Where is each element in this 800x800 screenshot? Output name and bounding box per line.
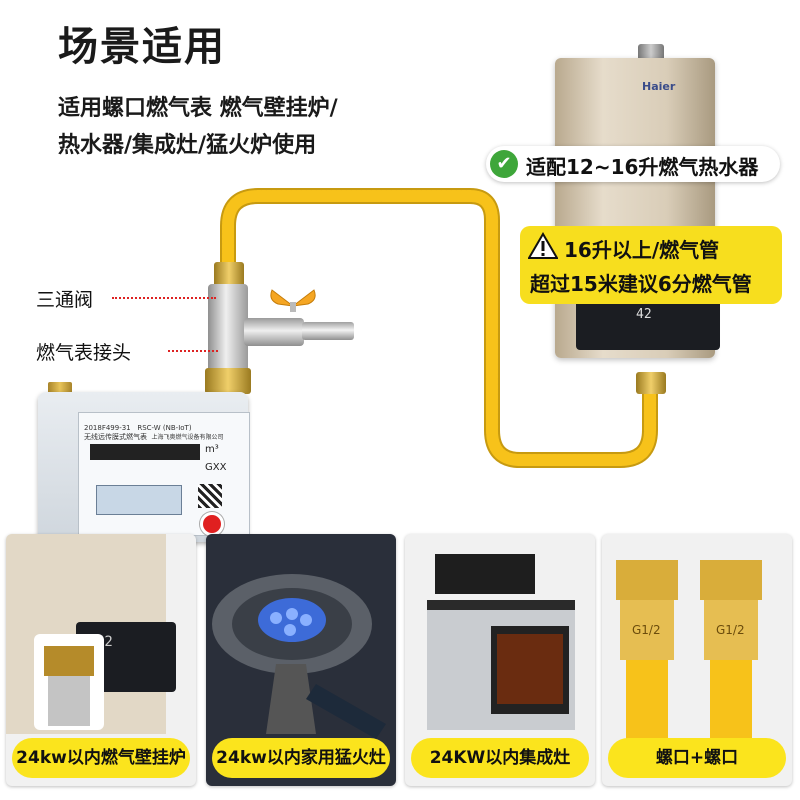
connector-thread-label-right: G1/2 <box>716 623 745 637</box>
meter-face <box>78 412 250 536</box>
card-gas-stove: 24kw以内家用猛火灶 <box>206 534 396 786</box>
callout-line-valve <box>112 297 216 299</box>
warning-line-2: 超过15米建议6分燃气管 <box>530 272 752 296</box>
meter-header: 2018F499-31 RSC-W (NB-IoT) 无线远传膜式燃气表 上海飞… <box>84 424 223 442</box>
page-title: 场景适用 <box>58 24 226 70</box>
meter-unit: m³ <box>205 444 219 455</box>
wall-boiler-icon: 42 <box>6 534 176 734</box>
meter-model-code: 2018F499-31 <box>84 424 131 432</box>
heater-gas-connector <box>636 372 666 394</box>
label-three-way-valve: 三通阀 <box>36 289 94 311</box>
card-caption: 24kw以内家用猛火灶 <box>212 738 390 778</box>
check-icon: ✔ <box>490 150 518 178</box>
compatible-badge: ✔ 适配12~16升燃气热水器 <box>486 146 780 182</box>
card-wall-boiler: 42 24kw以内燃气壁挂炉 <box>6 534 196 786</box>
heater-brand-logo: Haier <box>642 80 676 93</box>
integrated-stove-icon <box>427 554 575 730</box>
valve-bottom-nut <box>205 368 251 394</box>
label-meter-connector: 燃气表接头 <box>36 342 132 364</box>
card-integrated-stove: 24KW以内集成灶 <box>405 534 595 786</box>
callout-line-connector <box>168 350 218 352</box>
connector-thread-label-left: G1/2 <box>632 623 661 637</box>
description-line-1: 适用螺口燃气表 燃气壁挂炉/ <box>58 96 338 121</box>
meter-red-button-icon <box>200 512 224 536</box>
warning-badge: 16升以上/燃气管 超过15米建议6分燃气管 <box>520 226 782 304</box>
gas-stove-icon <box>212 574 386 739</box>
meter-maker: 上海飞奥燃气设备有限公司 <box>151 434 224 441</box>
butterfly-handle-icon <box>270 289 316 312</box>
heater-control-panel <box>576 300 720 350</box>
heater-flue <box>638 44 664 62</box>
meter-lcd-display <box>96 485 182 515</box>
meter-mark: GXX <box>205 462 227 473</box>
heater-display: 42 <box>636 307 652 322</box>
valve-top-nut <box>214 262 244 288</box>
meter-qr-code <box>198 484 222 508</box>
valve-side-outlet <box>244 318 304 346</box>
valve-nozzle <box>302 322 354 340</box>
card-caption: 螺口+螺口 <box>608 738 786 778</box>
meter-title: 无线远传膜式燃气表 <box>84 433 147 441</box>
meter-model-name: RSC-W (NB-IoT) <box>137 424 192 432</box>
card-caption: 24KW以内集成灶 <box>411 738 589 778</box>
meter-counter <box>90 444 200 460</box>
warning-icon <box>528 232 558 259</box>
warning-line-1: 16升以上/燃气管 <box>564 238 720 262</box>
thread-connector-icon: G1/2 G1/2 <box>616 560 762 740</box>
card-thread-connectors: G1/2 G1/2 螺口+螺口 <box>602 534 792 786</box>
description-line-2: 热水器/集成灶/猛火炉使用 <box>58 133 317 158</box>
card-caption: 24kw以内燃气壁挂炉 <box>12 738 190 778</box>
compatible-badge-text: 适配12~16升燃气热水器 <box>526 155 759 179</box>
